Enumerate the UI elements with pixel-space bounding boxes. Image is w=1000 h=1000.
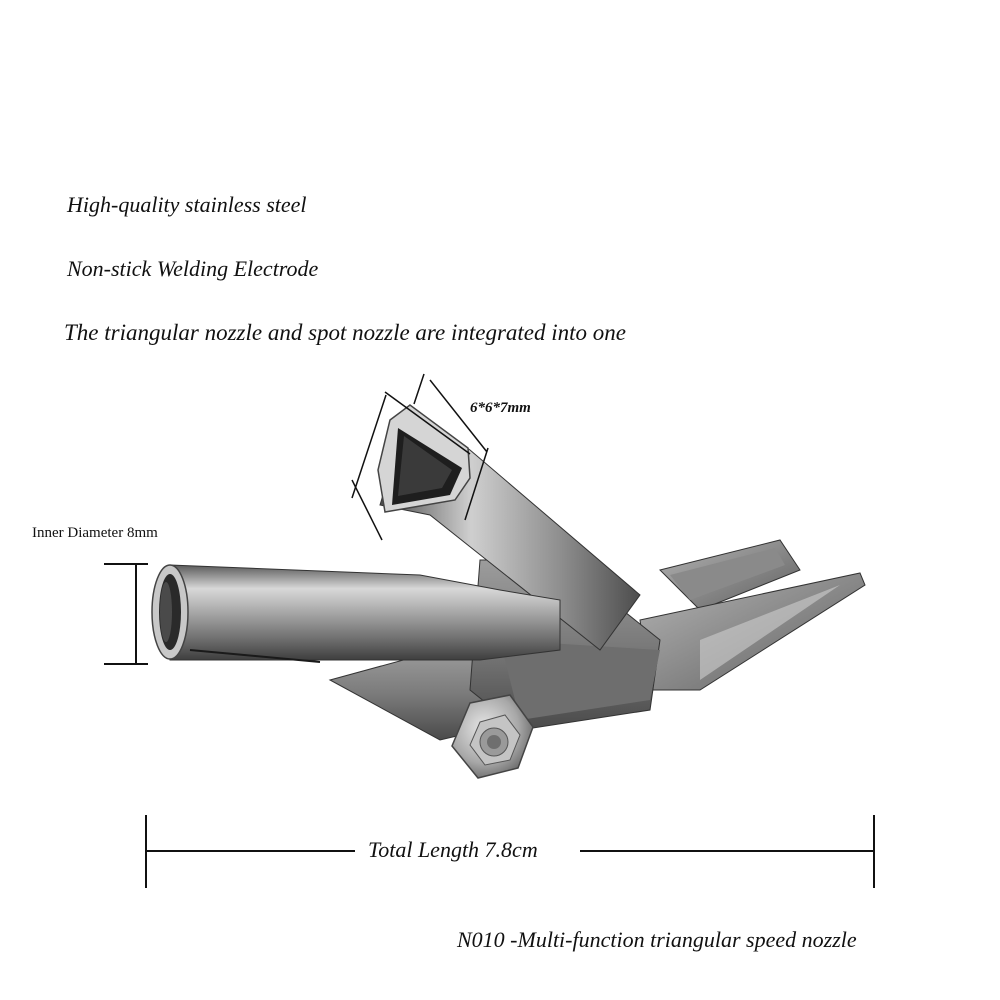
feature-line-2: Non-stick Welding Electrode xyxy=(67,256,319,281)
feature-line-1: High-quality stainless steel xyxy=(67,192,307,217)
triangular-nozzle-tube xyxy=(377,404,641,651)
inner-diameter-dimension xyxy=(104,563,148,665)
welding-shoe xyxy=(639,539,866,691)
hex-nut-bolt xyxy=(451,694,534,779)
spot-nozzle-tube xyxy=(151,564,561,663)
triangle-dimension-lines xyxy=(351,373,489,541)
total-length-label: Total Length 7.8cm xyxy=(362,837,544,863)
inner-diameter-label: Inner Diameter 8mm xyxy=(32,525,158,541)
triangle-size-label: 6*6*7mm xyxy=(470,400,531,416)
product-caption: N010 -Multi-function triangular speed no… xyxy=(457,927,857,952)
feature-line-3: The triangular nozzle and spot nozzle ar… xyxy=(64,320,626,345)
total-length-dimension xyxy=(145,815,875,888)
